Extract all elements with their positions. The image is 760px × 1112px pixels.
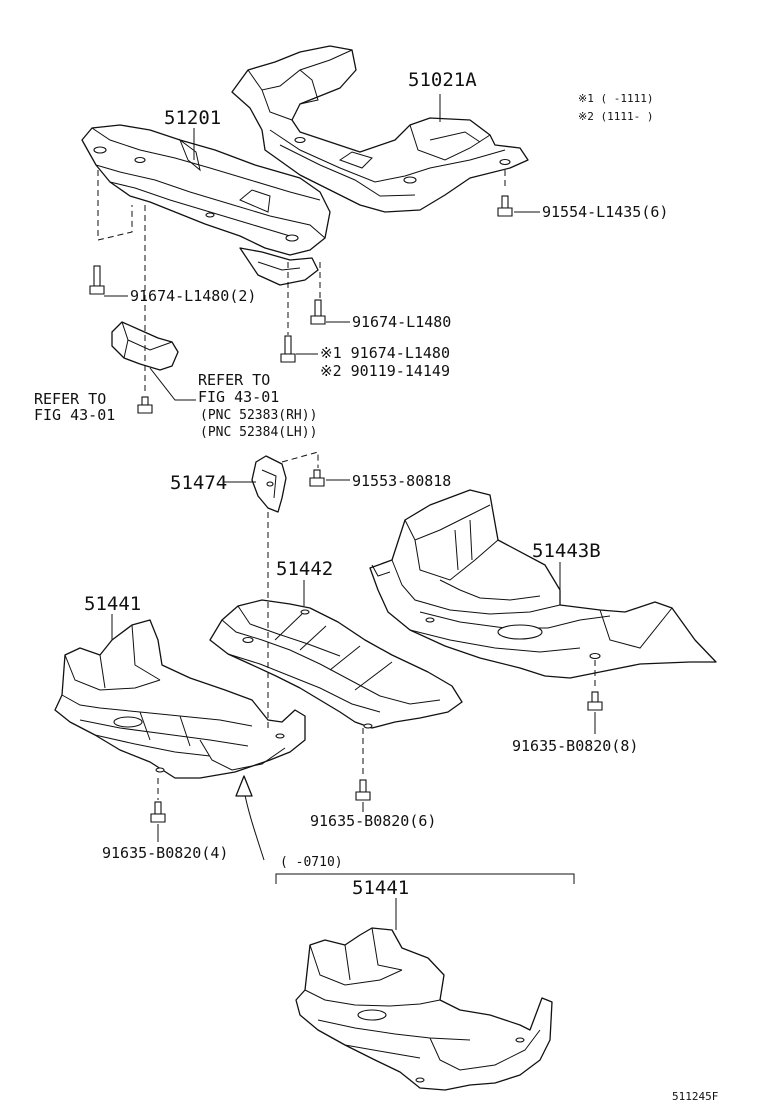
part-51201-drawing xyxy=(81,124,331,286)
curved-arrow-icon xyxy=(235,775,265,861)
figure-id: 511245F xyxy=(672,1090,718,1103)
refer-mid-line2: FIG 43-01 xyxy=(198,388,279,406)
part-51443b-drawing xyxy=(369,489,717,679)
leader-lines xyxy=(104,94,596,930)
part-51021a-drawing xyxy=(231,45,529,213)
label-91635-4: 91635-B0820(4) xyxy=(102,844,228,862)
note-2: ※2 (1111- ) xyxy=(578,110,653,123)
label-51441-alt: 51441 xyxy=(352,877,409,899)
bolt-91674-right-icon xyxy=(310,299,326,325)
label-91635-6: 91635-B0820(6) xyxy=(310,812,436,830)
label-51442: 51442 xyxy=(276,558,333,580)
bolt-refer-left-icon xyxy=(137,396,153,414)
part-51474-drawing xyxy=(251,455,287,513)
label-91553: 91553-80818 xyxy=(352,472,451,490)
label-91674-m1: ※1 91674-L1480 xyxy=(320,344,450,362)
bolt-91635-8-icon xyxy=(587,691,603,711)
part-51442-drawing xyxy=(209,599,463,729)
bolt-91674-mid-icon xyxy=(280,335,296,363)
assembly-lines xyxy=(97,170,596,800)
label-90119-m2: ※2 90119-14149 xyxy=(320,362,450,380)
refer-left-line1: REFER TO xyxy=(34,390,106,408)
label-51474: 51474 xyxy=(170,472,227,494)
label-51443b: 51443B xyxy=(532,540,601,562)
part-labels: 51021A ※1 ( -1111) ※2 (1111- ) 91554-L14… xyxy=(34,69,718,1103)
bolt-91674-left-icon xyxy=(89,265,105,295)
label-91674-right: 91674-L1480 xyxy=(352,313,451,331)
range-0710: ( -0710) xyxy=(280,855,343,870)
bolt-91635-4-icon xyxy=(150,801,166,823)
refer-mid-line1: REFER TO xyxy=(198,371,270,389)
pnc-rh: (PNC 52383(RH)) xyxy=(200,408,317,423)
label-91635-8: 91635-B0820(8) xyxy=(512,737,638,755)
part-51441-drawing xyxy=(54,619,306,779)
label-51441: 51441 xyxy=(84,593,141,615)
part-51441-alt-drawing xyxy=(295,927,553,1091)
label-51201: 51201 xyxy=(164,107,221,129)
bolt-91554-icon xyxy=(497,195,513,217)
pnc-lh: (PNC 52384(LH)) xyxy=(200,425,317,440)
bolt-91553-icon xyxy=(309,469,325,487)
bolt-91635-6-icon xyxy=(355,779,371,801)
label-91554: 91554-L1435(6) xyxy=(542,203,668,221)
label-91674-2: 91674-L1480(2) xyxy=(130,287,256,305)
label-51021a: 51021A xyxy=(408,69,477,91)
refer-left-line2: FIG 43-01 xyxy=(34,406,115,424)
note-1: ※1 ( -1111) xyxy=(578,92,653,105)
